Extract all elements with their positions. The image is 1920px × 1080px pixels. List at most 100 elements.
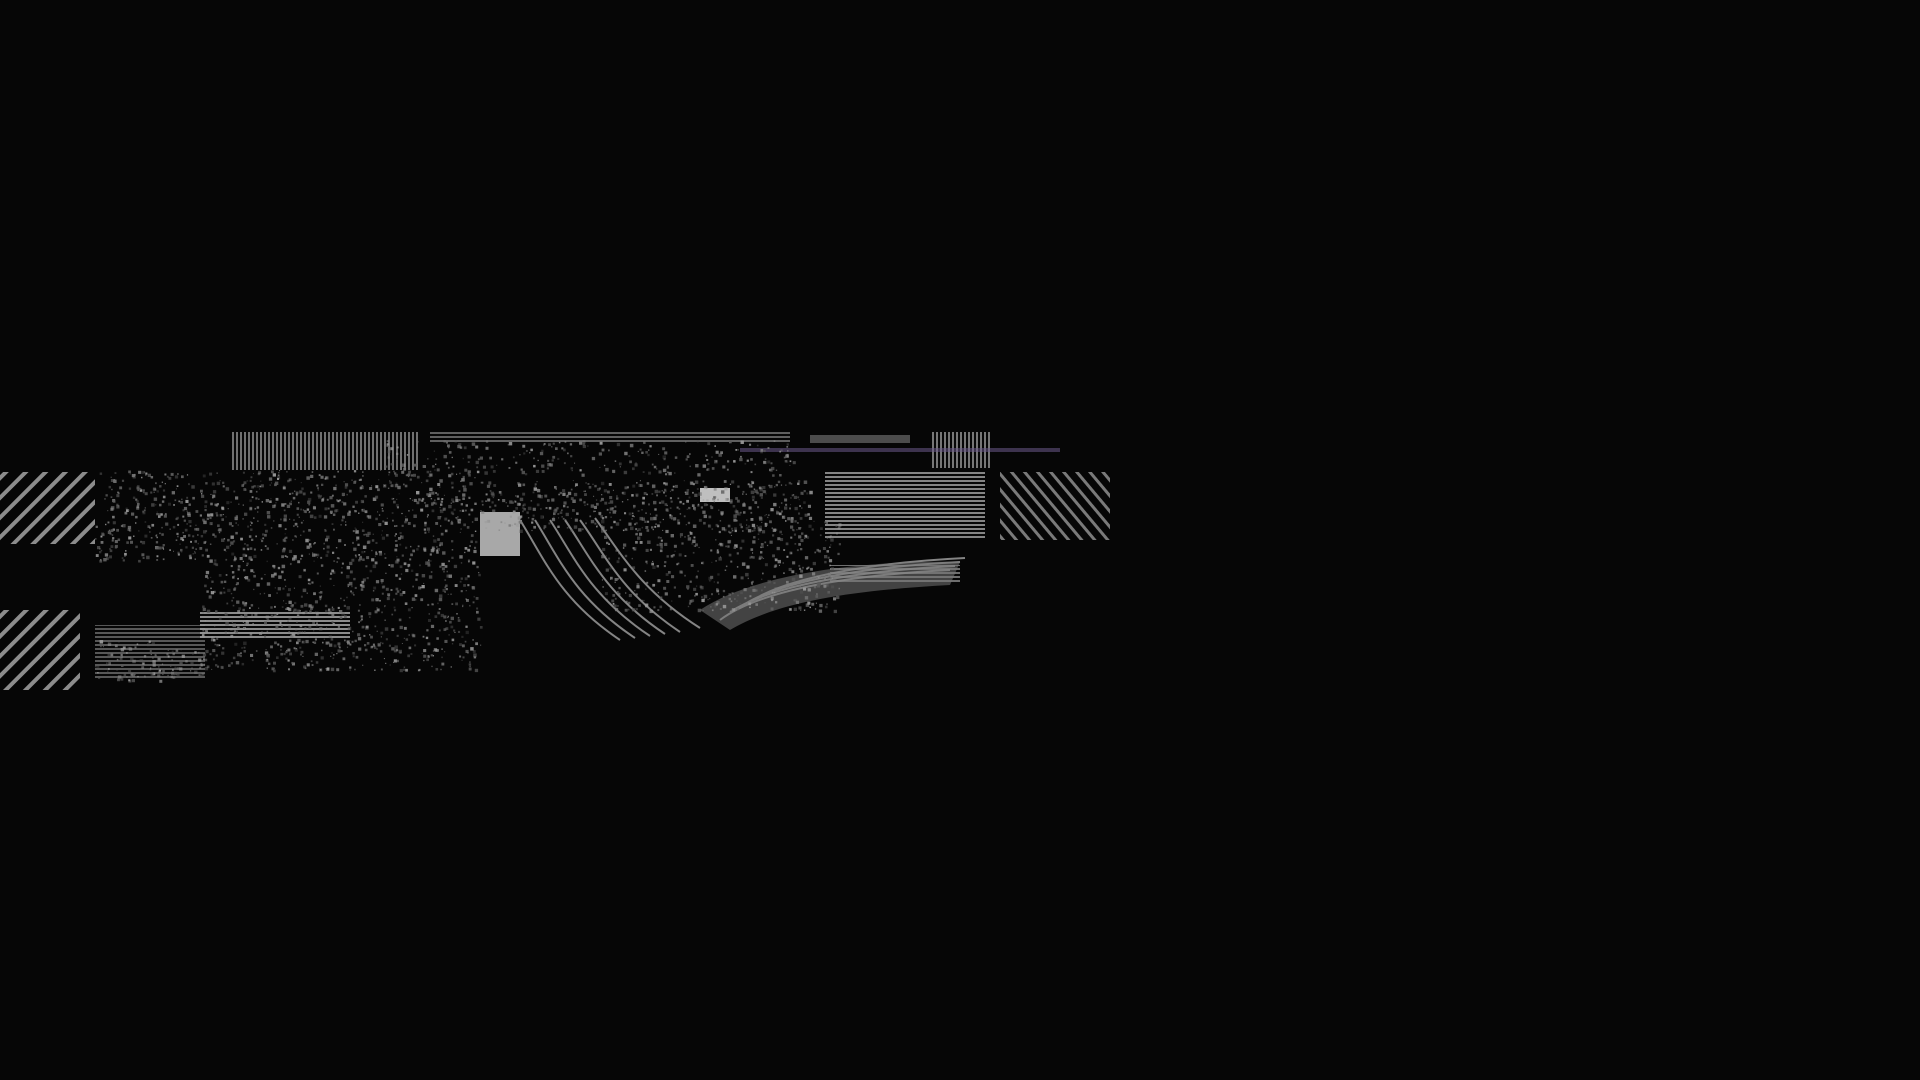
noise-speck [202,629,205,632]
noise-speck [357,633,361,637]
noise-speck [174,666,177,669]
noise-speck [465,630,469,635]
noise-speck [564,440,567,443]
noise-speck [161,533,164,536]
noise-speck [297,560,301,564]
noise-speck [718,557,722,561]
noise-speck [587,483,590,485]
noise-speck [221,651,225,655]
noise-speck [547,463,551,467]
noise-speck [758,555,763,560]
noise-speck [775,483,778,487]
noise-speck [403,626,407,630]
noise-speck [380,631,384,635]
noise-speck [338,557,340,560]
noise-speck [316,572,319,575]
noise-speck [199,666,202,669]
noise-speck [835,525,838,528]
noise-speck [384,619,386,621]
noise-speck [726,468,729,471]
noise-speck [641,509,643,511]
noise-speck [652,583,655,587]
noise-speck [743,511,746,514]
noise-speck [312,641,314,643]
noise-speck [448,634,450,636]
noise-speck [658,490,661,493]
noise-speck [456,473,458,475]
noise-speck [401,470,405,474]
noise-speck [101,533,105,537]
noise-speck [455,498,459,503]
noise-speck [439,594,443,598]
noise-speck [216,644,219,647]
noise-speck [828,559,833,563]
noise-speck [300,508,302,511]
noise-speck [234,642,238,646]
noise-speck [346,606,350,610]
noise-speck [562,517,565,520]
noise-speck [331,569,335,573]
noise-speck [422,465,426,468]
noise-speck [683,515,686,518]
noise-speck [235,515,238,518]
noise-speck [122,559,125,562]
noise-speck [508,442,513,446]
noise-speck [740,525,743,529]
noise-speck [431,603,434,606]
noise-speck [287,659,290,662]
noise-speck [176,485,179,487]
noise-speck [541,470,545,473]
noise-speck [645,603,649,607]
noise-speck [240,537,243,541]
noise-speck [288,549,293,553]
noise-speck [257,520,259,522]
noise-speck [351,640,354,643]
noise-speck [593,505,597,509]
noise-speck [212,494,216,498]
noise-speck [489,456,492,460]
noise-speck [341,612,345,616]
noise-speck [536,489,541,493]
noise-speck [813,585,817,589]
noise-speck [641,501,645,505]
noise-speck [640,484,643,487]
noise-speck [394,609,397,612]
noise-speck [225,516,227,518]
noise-speck [155,541,159,544]
noise-speck [608,557,611,560]
noise-speck [799,574,803,578]
noise-speck [308,511,310,514]
noise-speck [649,609,653,614]
noise-speck [344,615,347,619]
noise-speck [133,535,135,537]
noise-speck [288,668,290,671]
noise-speck [572,480,574,482]
noise-speck [342,657,346,661]
noise-speck [175,488,177,490]
noise-speck [744,462,747,465]
noise-speck [800,491,804,495]
noise-speck [485,500,487,502]
noise-speck [543,444,545,446]
noise-speck [364,648,368,652]
noise-speck [701,596,703,599]
noise-speck [703,503,707,507]
noise-speck [182,515,185,518]
noise-speck [434,588,439,593]
noise-speck [588,486,592,489]
noise-speck [407,473,411,477]
noise-speck [733,546,736,549]
noise-speck [313,592,316,596]
noise-speck [443,570,445,573]
noise-speck [570,455,573,458]
noise-speck [720,451,723,455]
noise-speck [288,631,291,634]
noise-speck [343,599,345,602]
noise-speck [230,565,233,568]
noise-speck [399,532,402,535]
noise-speck [354,639,357,643]
diagonal-block-right [1000,472,1110,540]
noise-speck [609,511,611,514]
noise-speck [553,516,555,518]
noise-speck [217,524,220,527]
